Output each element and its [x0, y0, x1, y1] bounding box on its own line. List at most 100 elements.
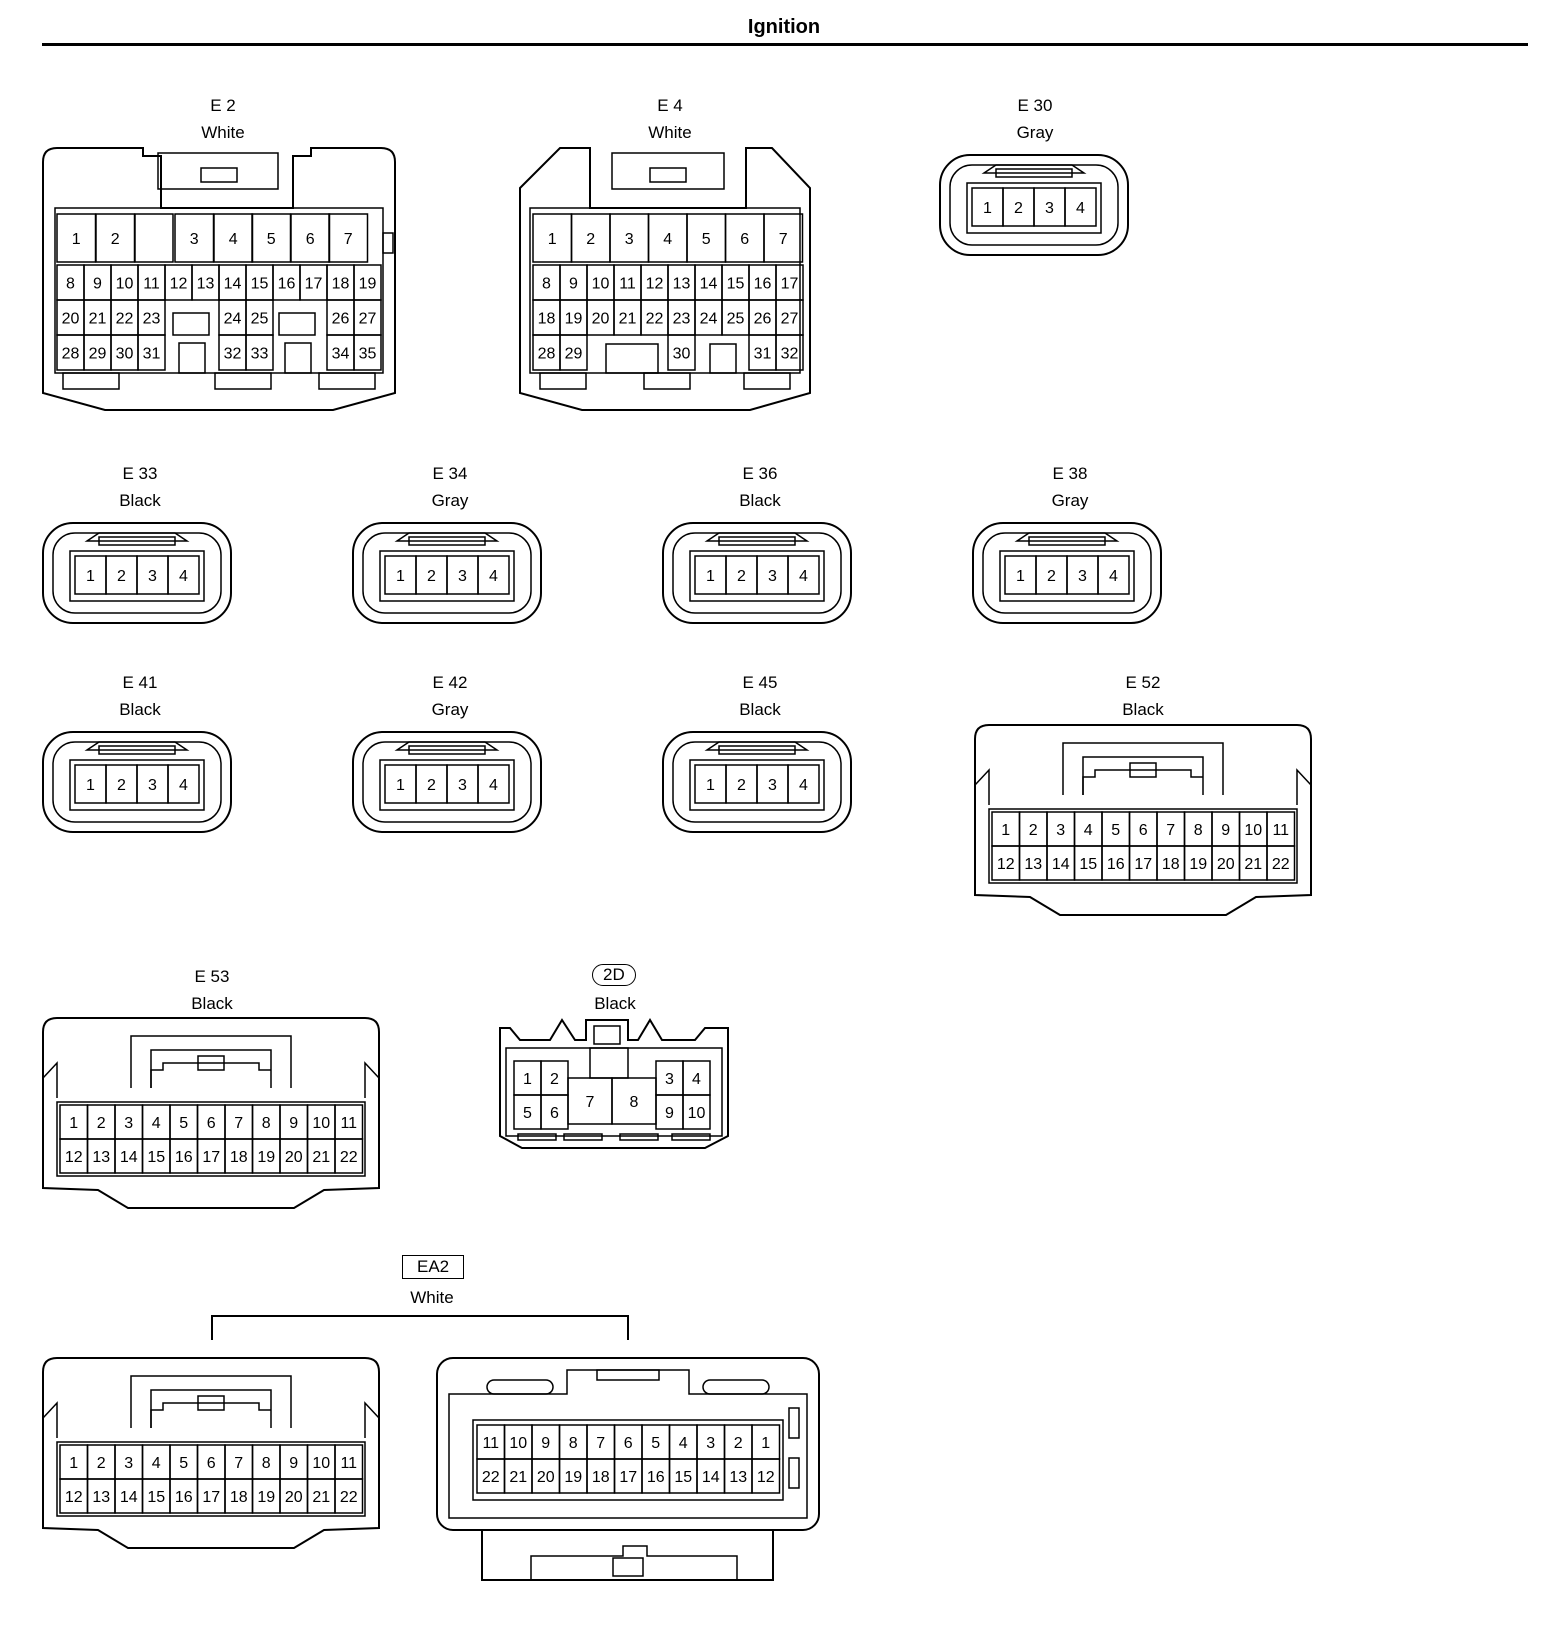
pin-E4-9: 9: [569, 276, 578, 293]
pin-cell: [751, 1458, 781, 1494]
pin-EA2-14: 14: [702, 1469, 720, 1486]
pin-E52-14: 14: [1052, 856, 1070, 873]
pin-cell: [167, 555, 200, 595]
pin-E2-27: 27: [359, 311, 377, 328]
pin-E4-10: 10: [592, 276, 610, 293]
pin-E30-2: 2: [1014, 200, 1023, 217]
pin-EA2-12: 12: [757, 1469, 775, 1486]
pin-E2-24: 24: [224, 311, 242, 328]
pin-EA2-6: 6: [207, 1455, 216, 1472]
pin-E30-3: 3: [1045, 200, 1054, 217]
pin-E52-22: 22: [1272, 856, 1290, 873]
pin-E2-18: 18: [332, 276, 350, 293]
pin-E4-13: 13: [673, 276, 691, 293]
pin-E41-2: 2: [117, 777, 126, 794]
label-E33-color: Black: [119, 491, 161, 510]
pin-E41-1: 1: [86, 777, 95, 794]
pin-E4-6: 6: [740, 231, 749, 248]
pin-cell: [787, 764, 820, 804]
pin-E2-25: 25: [251, 311, 269, 328]
pin-E42-1: 1: [396, 777, 405, 794]
pin-E41-3: 3: [148, 777, 157, 794]
pin-cell: [667, 334, 696, 371]
pin-E2-33: 33: [251, 346, 269, 363]
pin-E2-5: 5: [267, 231, 276, 248]
pin-EA2-1: 1: [69, 1455, 78, 1472]
pin-E52-1: 1: [1001, 822, 1010, 839]
pin-E36-4: 4: [799, 568, 808, 585]
pin-E4-21: 21: [619, 311, 637, 328]
label-E34-color: Gray: [431, 491, 469, 510]
pin-EA2-13: 13: [92, 1489, 110, 1506]
pin-E45-1: 1: [706, 777, 715, 794]
pin-E4-23: 23: [673, 311, 691, 328]
pin-2D-8: 8: [630, 1094, 639, 1111]
pin-E52-10: 10: [1244, 822, 1262, 839]
pin-E4-30: 30: [673, 346, 691, 363]
label-E38-color: Gray: [1051, 491, 1089, 510]
pin-E42-2: 2: [427, 777, 436, 794]
pin-EA2-15: 15: [147, 1489, 165, 1506]
page-title: Ignition: [747, 16, 821, 38]
pin-EA2-3: 3: [706, 1435, 715, 1452]
pin-EA2-9: 9: [541, 1435, 550, 1452]
pin-E4-25: 25: [727, 311, 745, 328]
label-E52-color: Black: [1122, 700, 1164, 719]
label-E38-code: E 38: [1052, 464, 1088, 483]
label-E41-color: Black: [119, 700, 161, 719]
label-EA2-color: White: [410, 1288, 454, 1307]
pin-E4-16: 16: [754, 276, 772, 293]
pin-EA2-10: 10: [312, 1455, 330, 1472]
pin-2D-2: 2: [550, 1071, 559, 1088]
pin-E2-20: 20: [62, 311, 80, 328]
pin-E52-12: 12: [997, 856, 1015, 873]
pin-cell: [328, 213, 369, 263]
pin-E52-20: 20: [1217, 856, 1235, 873]
pin-E53-2: 2: [97, 1115, 106, 1132]
pin-EA2-17: 17: [202, 1489, 220, 1506]
pin-E2-29: 29: [89, 346, 107, 363]
pin-E4-11: 11: [619, 276, 636, 293]
pin-EA2-13: 13: [729, 1469, 747, 1486]
pin-EA2-17: 17: [619, 1469, 637, 1486]
pin-E52-11: 11: [1272, 822, 1289, 839]
pin-EA2-1: 1: [761, 1435, 770, 1452]
pin-cell: [682, 1094, 711, 1130]
pin-cell: [787, 555, 820, 595]
label-E45-code: E 45: [742, 673, 778, 692]
pin-E33-2: 2: [117, 568, 126, 585]
pin-E2-3: 3: [190, 231, 199, 248]
pin-cell: [334, 1478, 364, 1514]
label-E45-color: Black: [739, 700, 781, 719]
pin-E53-8: 8: [262, 1115, 271, 1132]
pin-E2-9: 9: [93, 276, 102, 293]
pin-EA2-9: 9: [289, 1455, 298, 1472]
pin-2D-9: 9: [665, 1105, 674, 1122]
pin-E53-7: 7: [234, 1115, 243, 1132]
pin-2D-10: 10: [688, 1105, 706, 1122]
pin-E52-8: 8: [1194, 822, 1203, 839]
pin-E45-2: 2: [737, 777, 746, 794]
title-rule: [42, 43, 1528, 46]
label-E42-color: Gray: [431, 700, 469, 719]
pin-E4-5: 5: [702, 231, 711, 248]
pin-cell: [559, 334, 588, 371]
pin-E4-27: 27: [781, 311, 799, 328]
pin-EA2-19: 19: [257, 1489, 275, 1506]
label-E30-color: Gray: [1016, 123, 1054, 142]
pin-EA2-12: 12: [65, 1489, 83, 1506]
pin-E2-16: 16: [278, 276, 296, 293]
pin-E53-6: 6: [207, 1115, 216, 1132]
pin-E53-1: 1: [69, 1115, 78, 1132]
pin-E4-28: 28: [538, 346, 556, 363]
pin-EA2-4: 4: [679, 1435, 688, 1452]
pin-EA2-5: 5: [179, 1455, 188, 1472]
label-E4-color: White: [648, 123, 692, 142]
pin-EA2-22: 22: [482, 1469, 500, 1486]
label-2D-color: Black: [594, 994, 636, 1013]
